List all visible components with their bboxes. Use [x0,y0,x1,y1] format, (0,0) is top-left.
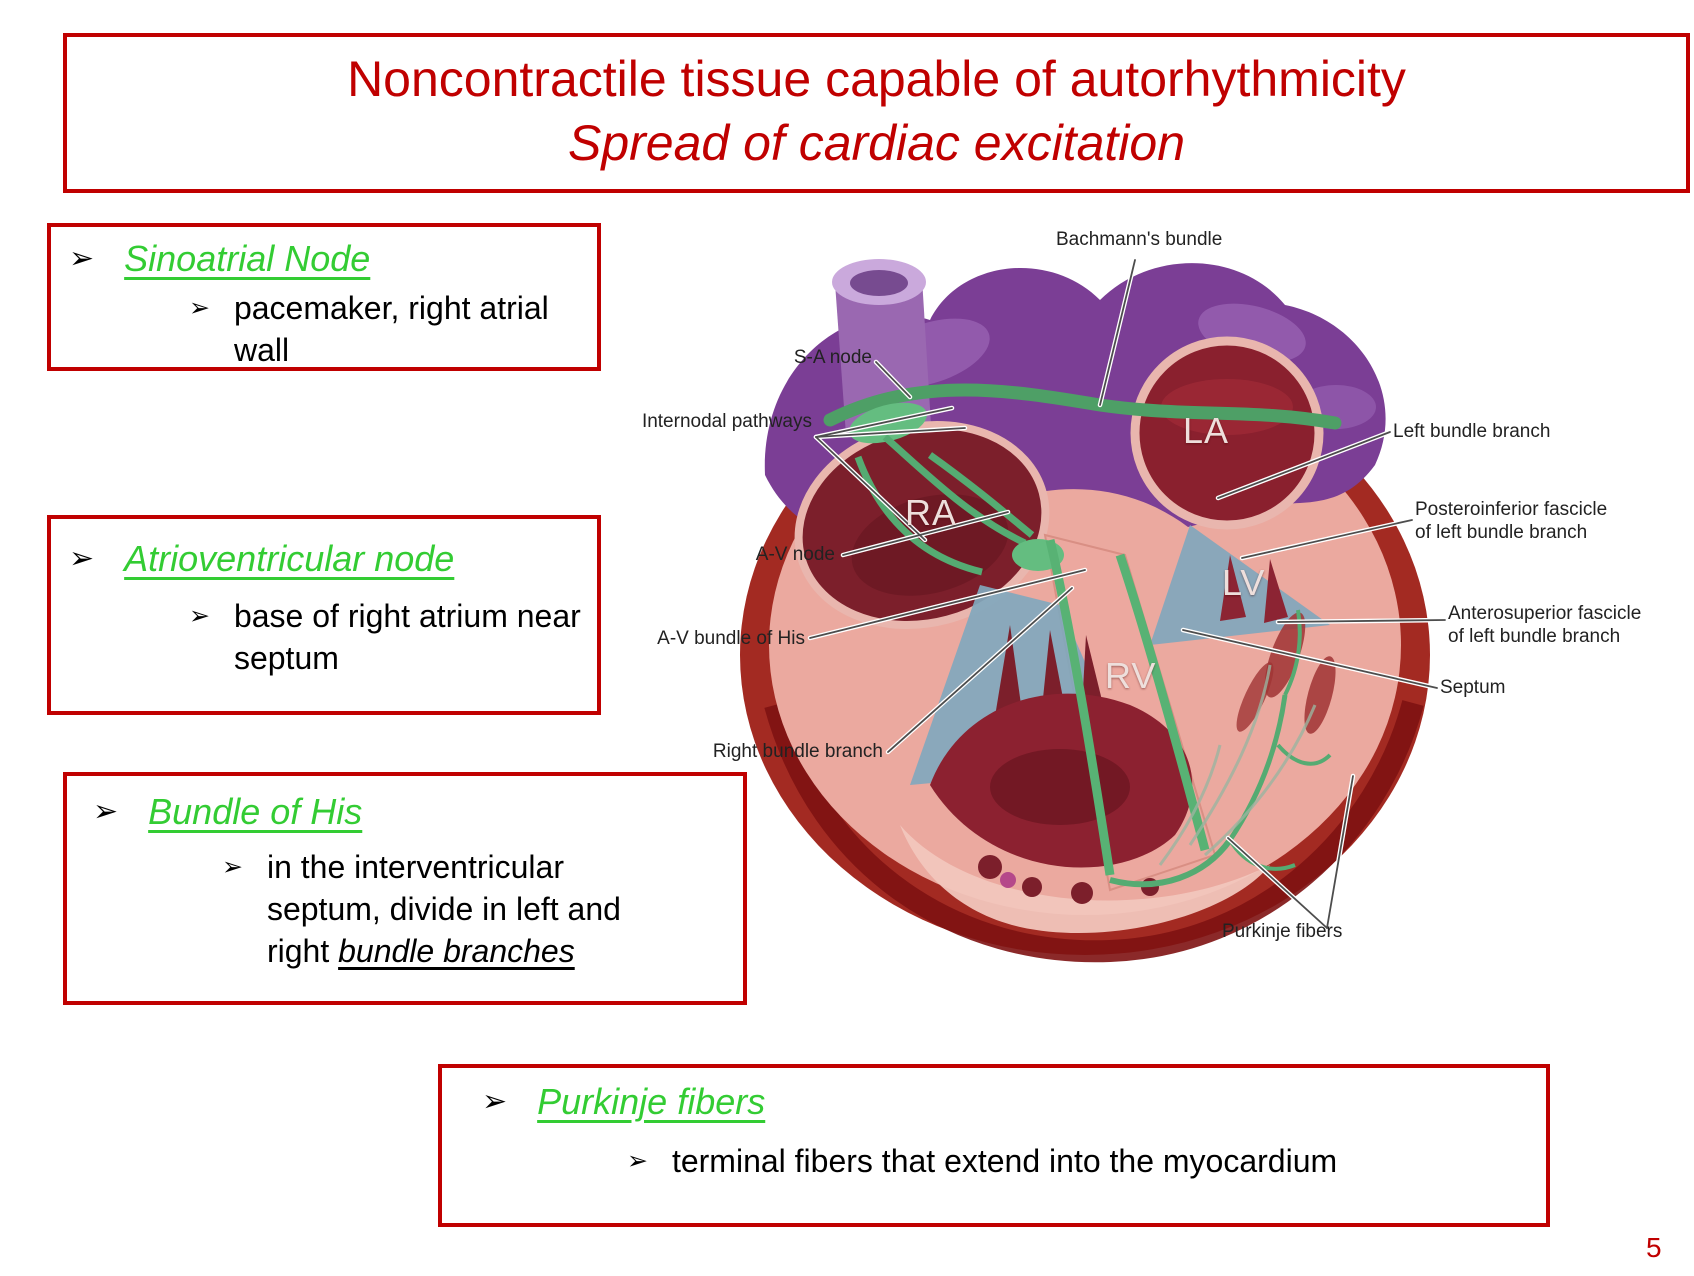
purkinje-fine [1188,664,1272,846]
arrow-bullet-icon: ➢ [69,242,95,275]
arrow-bullet-icon: ➢ [627,1147,648,1175]
atrioventricular-subtext: base of right atrium near septum [233,598,581,676]
trabeculae [900,825,1270,934]
trabecula-blob [978,855,1002,879]
label-av-node: A-V node [755,544,835,565]
trabecula-blob [1022,877,1042,897]
box-sinoatrial-node: ➢ Sinoatrial Node ➢ pacemaker, right atr… [47,223,601,371]
rv-shadow [990,749,1130,825]
leader-lines [809,259,1446,929]
arrow-bullet-icon: ➢ [482,1085,508,1118]
bundle-branches-emphasis: bundle branches [338,933,575,969]
trabecula-blob [1071,882,1093,904]
bundle-of-his-heading: Bundle of His [148,791,363,832]
internodal-path [927,452,1035,538]
internodal-path [854,455,983,576]
heart-diagram [740,257,1448,963]
label-septum: Septum [1440,677,1506,698]
label-posteroinferior-fascicle: Posteroinferior fascicle of left bundle … [1415,499,1608,543]
purkinje-heading: Purkinje fibers [537,1081,766,1122]
purkinje-fine [1158,744,1222,866]
label-anterosuperior-fascicle: Anterosuperior fascicle of left bundle b… [1448,603,1642,647]
box-bundle-of-his: ➢ Bundle of His ➢ in the interventricula… [63,772,747,1005]
purkinje-path [1109,838,1233,888]
chamber-label-la: LA [1183,410,1230,451]
purkinje-path [1227,694,1288,842]
title-box: Noncontractile tissue capable of autorhy… [63,33,1690,193]
vessel-lumen [850,270,908,296]
label-bachmanns-bundle: Bachmann's bundle [1056,229,1223,250]
arrow-bullet-icon: ➢ [93,795,119,828]
lv-streak [1236,662,1274,732]
slide-title-line2: Spread of cardiac excitation [567,115,1186,171]
trabecula-blob [1000,872,1016,888]
purkinje-subtext: terminal fibers that extend into the myo… [671,1143,1338,1179]
label-internodal-pathways: Internodal pathways [641,411,812,432]
chamber-label-ra: RA [905,492,958,533]
arrow-bullet-icon: ➢ [69,542,95,575]
label-right-bundle-branch: Right bundle branch [712,741,883,762]
lv-papillary [1264,559,1288,623]
arrow-bullet-icon: ➢ [222,853,243,881]
purkinje-fine [1204,704,1317,857]
purkinje-path [1276,743,1332,766]
arrow-bullet-icon: ➢ [189,294,210,322]
label-purkinje-fibers: Purkinje fibers [1222,921,1343,942]
atrioventricular-heading: Atrioventricular node [124,538,455,579]
purkinje-path [1283,609,1302,696]
chamber-label-rv: RV [1105,655,1157,696]
page-number: 5 [1646,1232,1662,1263]
heart-bottom-rim [764,700,1424,963]
lv-papillary [1220,555,1246,621]
bundle-of-his-subtext-plain: in the interventricular septum, divide i… [266,849,621,969]
sinoatrial-heading: Sinoatrial Node [124,238,371,279]
sinoatrial-subtext: pacemaker, right atrial wall [233,290,549,368]
box-purkinje-fibers: ➢ Purkinje fibers ➢ terminal fibers that… [438,1064,1550,1227]
slide-title-line1: Noncontractile tissue capable of autorhy… [347,51,1406,107]
box-atrioventricular-node: ➢ Atrioventricular node ➢ base of right … [47,515,601,715]
label-left-bundle-branch: Left bundle branch [1393,421,1551,442]
internodal-path [882,434,1027,547]
label-av-bundle-of-his: A-V bundle of His [657,628,805,649]
bundle-of-his-subtext: in the interventricular septum, divide i… [267,846,672,972]
chamber-label-lv: LV [1222,562,1266,603]
label-sa-node: S-A node [793,347,872,368]
arrow-bullet-icon: ➢ [189,602,210,630]
